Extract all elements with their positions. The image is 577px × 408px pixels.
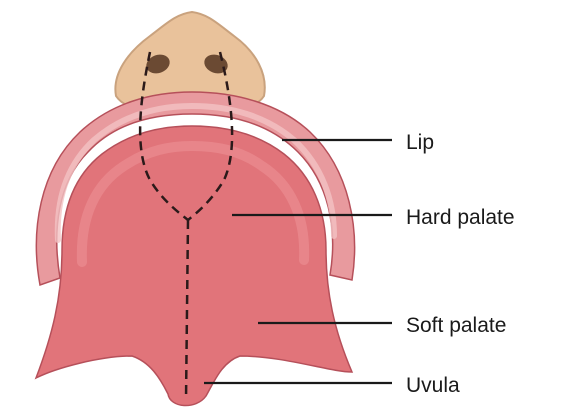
label-uvula: Uvula — [406, 374, 460, 397]
label-hard-palate: Hard palate — [406, 206, 515, 229]
labels: Lip Hard palate Soft palate Uvula — [406, 131, 515, 397]
palate — [36, 126, 352, 406]
label-lip: Lip — [406, 131, 434, 154]
label-soft-palate: Soft palate — [406, 314, 506, 337]
